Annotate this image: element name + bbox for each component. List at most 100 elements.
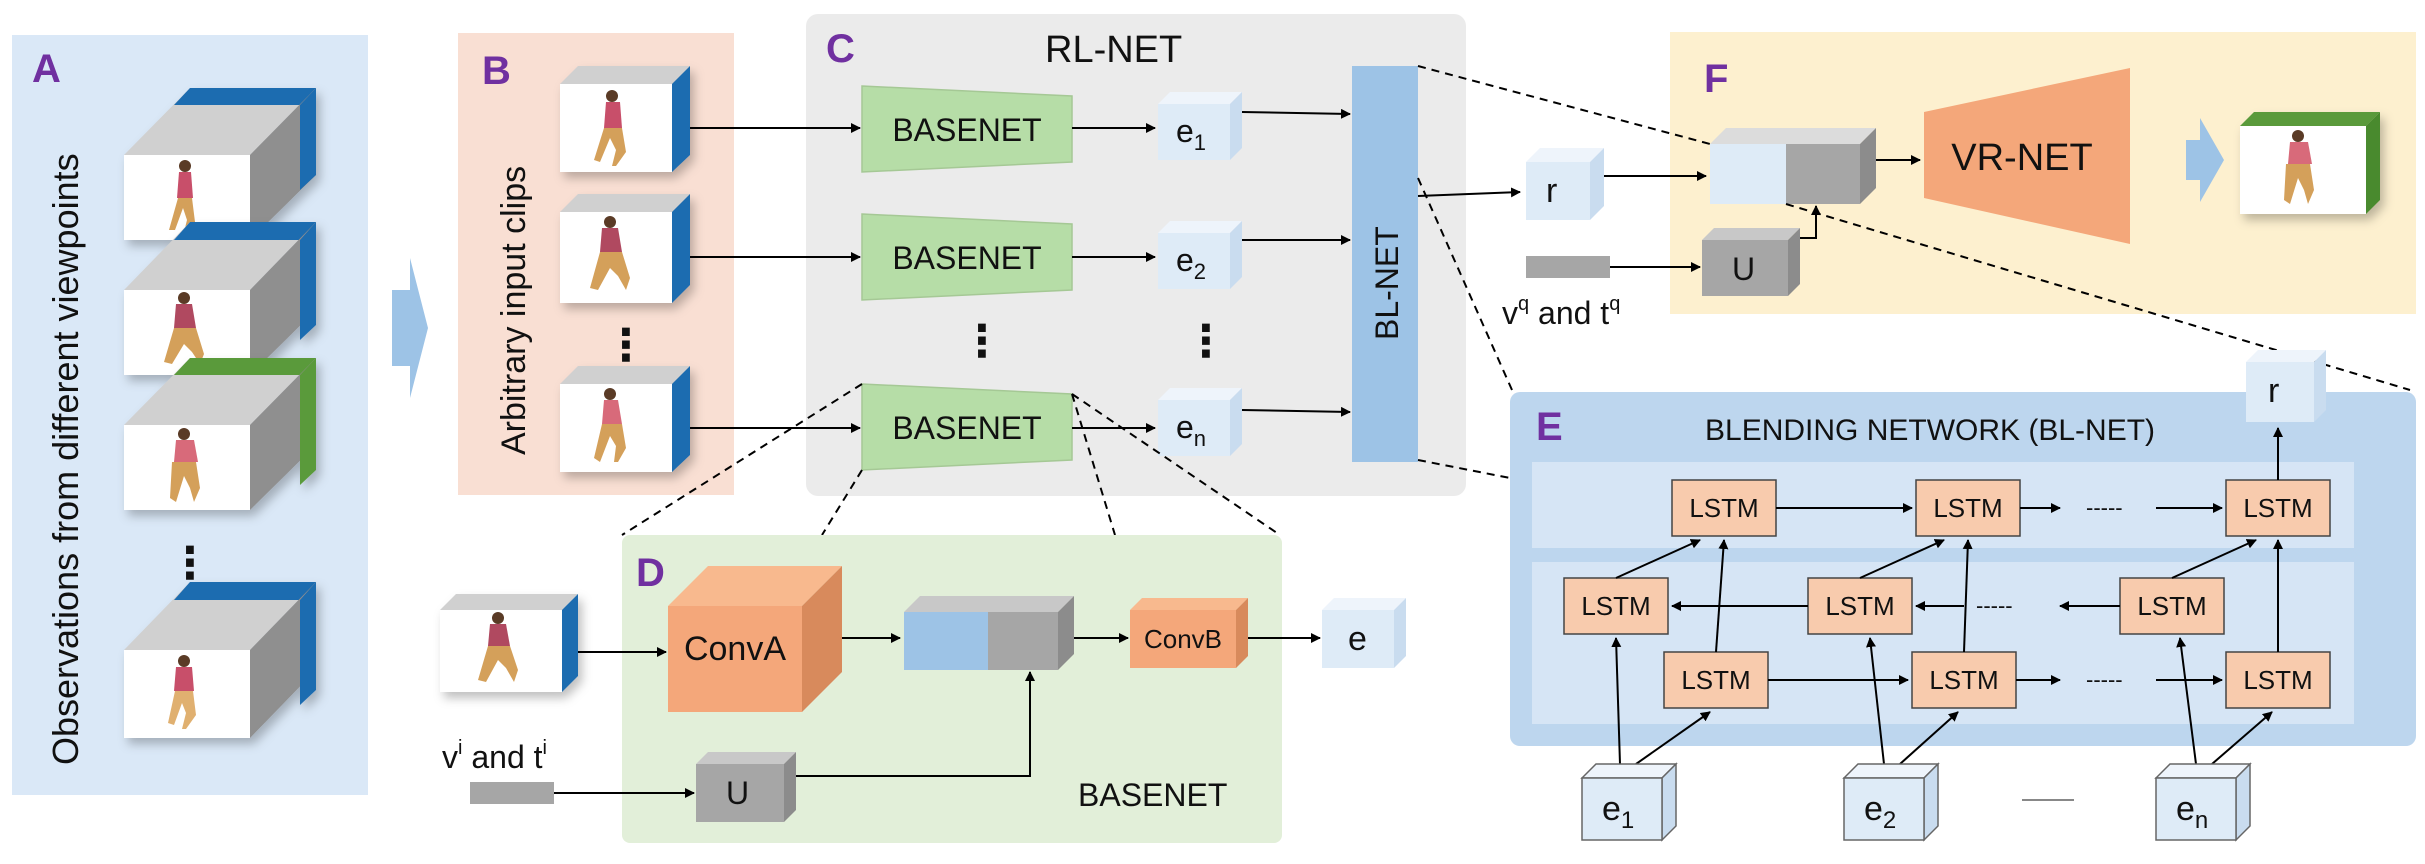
f-u-cube-label: U [1732,251,1755,287]
conva-block: ConvA [668,566,842,712]
zoom-lines-blnet [1417,65,2411,479]
panel-a-ellipsis: ⋮ [168,539,212,588]
lstm-cell: LSTM [1807,577,1913,635]
big-arrow-a-to-b [392,258,428,398]
panel-d-letter: D [636,551,665,595]
panel-b-ellipsis: ⋮ [604,321,648,370]
clip-stack-4 [124,582,316,738]
embedding-ellipsis: ⋮ [1184,317,1228,366]
person-figure-icon [590,216,630,290]
lstm-label: LSTM [1689,493,1758,523]
panel-f: F VR-NET [1670,32,2416,314]
view-time-vector [470,782,554,804]
blend-input-e2-label: e2 [1864,790,1896,834]
blend-output-r-label: r [2268,372,2279,410]
lstm-cell: LSTM [1663,651,1769,709]
lstm-label: LSTM [1933,493,2002,523]
bl-net-block: BL-NET [1352,66,1418,462]
blend-input-en-cube: en [2154,762,2252,842]
person-figure-icon [594,90,626,166]
panel-c-letter: C [826,27,855,71]
person-figure-icon [478,612,518,682]
r-cube: r [1526,148,1604,220]
lstm-cell: LSTM [1563,577,1669,635]
view-time-input-label: vi and ti [442,737,547,775]
blend-input-en-label: en [2176,790,2208,834]
basenet-label: BASENET [892,410,1041,446]
lstm-cell: LSTM [2225,479,2331,537]
u-cube: U [696,752,796,822]
zoom-lines-basenet [621,383,1281,536]
embedding-label-e2: e2 [1176,242,1206,284]
lstm-label: LSTM [2243,493,2312,523]
embedding-cube-en: en [1158,388,1242,456]
query-vector [1526,256,1610,278]
convb-block: ConvB [1130,598,1248,668]
panel-d: D BASENET ConvA [440,535,1406,843]
lstm-cell: LSTM [1911,651,2017,709]
panel-a-vertical-label: Observations from different viewpoints [45,153,86,765]
u-cube-label: U [726,775,749,811]
panel-b-vertical-label: Arbitrary input clips [495,166,533,455]
basenet-caption: BASENET [1078,777,1227,813]
basenet-block-3: BASENET [861,383,1073,471]
lstm-sequence-dashes: ----- [1976,593,2013,618]
basenet-label: BASENET [892,240,1041,276]
blend-output-r-cube: r [2246,350,2326,422]
basenet-ellipsis: ⋮ [960,317,1004,366]
output-embedding-label: e [1348,620,1367,658]
person-figure-icon [594,388,626,462]
lstm-label: LSTM [1681,665,1750,695]
blend-input-e1-label: e1 [1602,790,1634,834]
lstm-label: LSTM [1581,591,1650,621]
basenet-label: BASENET [892,112,1041,148]
embedding-label-en: en [1176,409,1206,451]
lstm-input-connections [1611,637,2273,765]
blend-input-e1-cube: e1 [1580,762,1678,842]
panel-e-letter: E [1536,405,1563,449]
big-arrow-vrnet-output [2186,118,2224,202]
person-figure-icon [170,428,200,502]
lstm-cell: LSTM [1671,479,1777,537]
output-embedding-cube: e [1322,598,1406,668]
lstm-label: LSTM [2137,591,2206,621]
lstm-cell: LSTM [1915,479,2021,537]
rl-net-title: RL-NET [1045,29,1182,71]
input-clip-3 [560,366,690,472]
embedding-cube-e1: e1 [1158,92,1242,160]
panel-f-letter: F [1704,57,1728,101]
lstm-sequence-dashes: ----- [2086,495,2123,520]
blending-network-title: BLENDING NETWORK (BL-NET) [1705,414,2155,447]
query-view-time-label: vq and tq [1502,293,1620,331]
lstm-cell: LSTM [2225,651,2331,709]
person-figure-icon [2284,130,2314,204]
input-clip-1 [560,66,690,172]
lstm-label: LSTM [2243,665,2312,695]
vr-net-block: VR-NET [1924,68,2130,244]
rendered-output-clip [2240,112,2380,214]
r-cube-label: r [1546,172,1557,210]
f-concat-cube [1710,128,1876,204]
input-clip-2 [560,194,690,303]
lstm-cell: LSTM [2119,577,2225,635]
conva-label: ConvA [684,630,786,668]
panel-b: B Arbitrary input clips ⋮ [458,33,734,495]
bl-net-label: BL-NET [1369,226,1405,340]
lstm-sequence-dashes: ----- [2086,667,2123,692]
blend-input-e2-cube: e2 [1842,762,1940,842]
panel-a: A Observations from different viewpoints [12,35,368,795]
single-input-clip [440,594,578,692]
person-figure-icon [164,292,204,364]
panel-a-letter: A [32,47,61,91]
clip-stack-3 [124,358,316,510]
embedding-label-e1: e1 [1176,113,1206,155]
panel-c: C RL-NET BASENET BASENET ⋮ BASENET e1 [690,14,1466,496]
lstm-label: LSTM [1929,665,1998,695]
lstm-internal-connections [1615,427,2283,653]
convb-label: ConvB [1144,624,1222,654]
basenet-block-1: BASENET [861,85,1073,173]
panel-b-letter: B [482,49,511,93]
lstm-label: LSTM [1825,591,1894,621]
concat-cube [904,596,1074,670]
